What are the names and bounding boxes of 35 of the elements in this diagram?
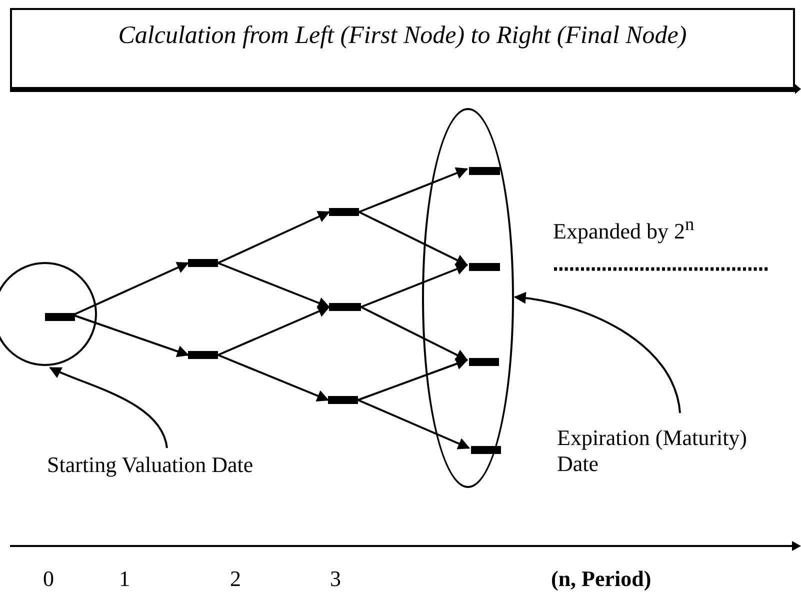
tree-node-bar (328, 396, 358, 404)
tree-node-bar (45, 313, 75, 321)
arrow (218, 211, 330, 264)
tree-node-bar (329, 208, 359, 216)
arrow (218, 262, 330, 309)
leader-line (514, 292, 681, 414)
arrow (72, 262, 190, 316)
callout-text: Starting Valuation Date (47, 452, 297, 512)
arrow (358, 211, 468, 266)
tree-node-bar (469, 263, 500, 271)
expansion-note: Expanded by 2$^{n}$ (553, 214, 694, 244)
axis-label: (n, Period) (551, 566, 652, 592)
period-number: 0 (43, 566, 54, 592)
tree-node-bar (469, 167, 500, 175)
arrow (360, 306, 468, 361)
period-number: 2 (230, 566, 241, 592)
arrow (358, 399, 470, 450)
callout-text: Expiration (Maturity) Date (557, 425, 787, 485)
arrow (358, 167, 468, 213)
arrow (72, 314, 190, 358)
period-number: 1 (119, 566, 130, 592)
tree-node-bar (329, 303, 361, 311)
arrow (358, 358, 468, 401)
title-box: Calculation from Left (First Node) to Right (Final Node) (10, 8, 795, 92)
arrow (360, 263, 468, 308)
tree-node-bar (188, 259, 218, 267)
period-number: 3 (330, 566, 341, 592)
tree-node-bar (469, 358, 499, 366)
arrow (218, 306, 330, 356)
tree-node-bar (471, 446, 501, 454)
circle-outline (0, 262, 97, 366)
arrow (218, 354, 330, 402)
tree-node-bar (188, 351, 218, 359)
leader-line (49, 366, 168, 448)
ellipse-outline (422, 108, 514, 488)
